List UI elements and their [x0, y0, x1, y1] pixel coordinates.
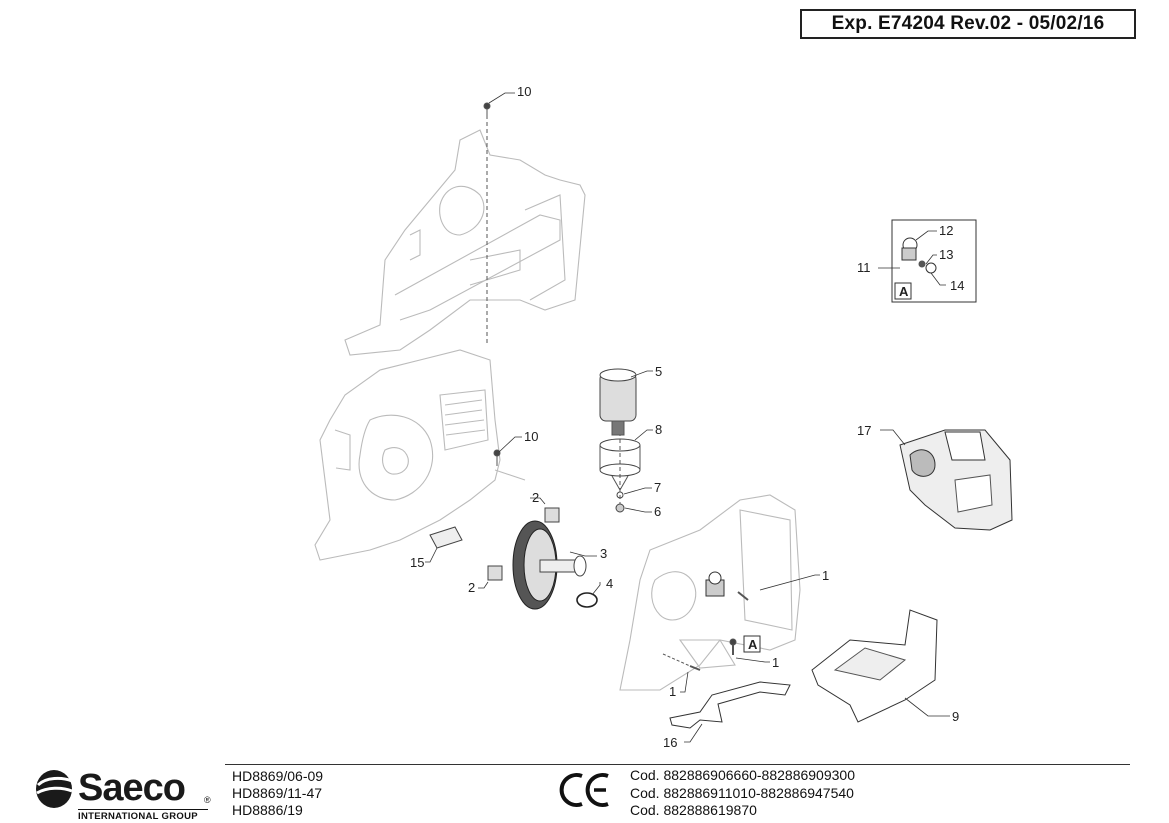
callout-2-upper: 2	[532, 490, 539, 505]
callout-2-lower: 2	[468, 580, 475, 595]
callout-15: 15	[410, 555, 424, 570]
callout-10-top: 10	[517, 84, 531, 99]
code-line: Cod. 882886906660-882886909300	[630, 767, 855, 783]
exploded-parts-diagram: 10 10 5 8 7 6 2 2 3 4 15 1 1 1 16 9 11 1…	[314, 84, 1013, 750]
screw-1-c	[662, 653, 701, 671]
model-line: HD8886/19	[232, 802, 303, 818]
o-ring-4-part	[576, 592, 598, 608]
detail-box-a	[891, 219, 977, 303]
callout-14: 14	[950, 278, 964, 293]
microswitch-part	[705, 571, 725, 597]
screw-10-top	[483, 102, 491, 118]
logo-wordmark: Saeco	[78, 767, 186, 809]
callout-1-b: 1	[772, 655, 779, 670]
model-line: HD8869/06-09	[232, 768, 324, 784]
code-line: Cod. 882886911010-882886947540	[630, 784, 854, 801]
detail-tag-a-housing: A	[748, 637, 758, 652]
detail-tag-a-box: A	[899, 284, 909, 299]
callout-1-c: 1	[669, 684, 676, 699]
registered-mark: ®	[204, 795, 211, 805]
screw-1-b	[729, 638, 737, 655]
code-line: Cod. 882888619870	[630, 802, 757, 818]
leader-lines	[425, 92, 950, 743]
logo-subtitle: INTERNATIONAL GROUP	[78, 809, 208, 822]
callout-1-a: 1	[822, 568, 829, 583]
callout-16: 16	[663, 735, 677, 750]
sensor-15-part	[429, 526, 463, 549]
saeco-logo-icon	[36, 770, 73, 808]
screw-1-a	[737, 591, 749, 601]
motor-part	[599, 368, 637, 436]
brew-unit-part	[899, 429, 1013, 531]
upper-frame-part	[344, 129, 586, 356]
callout-7: 7	[654, 480, 661, 495]
detail-tag-box	[743, 635, 761, 653]
screw-10-mid	[493, 449, 501, 466]
callout-11: 11	[857, 260, 871, 275]
drip-tray-part	[811, 609, 938, 723]
callout-4: 4	[606, 576, 613, 591]
motor-support-part	[599, 438, 641, 492]
callout-labels: 10 10 5 8 7 6 2 2 3 4 15 1 1 1 16 9 11 1…	[410, 84, 964, 750]
model-line: HD8869/11-47	[232, 785, 323, 801]
lever-16-part	[669, 681, 791, 729]
clip-2-lower	[487, 565, 503, 581]
model-list: HD8869/06-09 HD8869/11-47 HD8886/19	[232, 768, 323, 819]
callout-9: 9	[952, 709, 959, 724]
callout-5: 5	[655, 364, 662, 379]
clip-2-upper	[544, 507, 560, 523]
lower-frame-part	[314, 349, 526, 561]
callout-13: 13	[939, 247, 953, 262]
document-reference: Exp. E74204 Rev.02 - 05/02/16	[800, 9, 1136, 39]
bushing-6-part	[615, 503, 625, 513]
callout-10-mid: 10	[524, 429, 538, 444]
right-housing-part	[619, 494, 801, 691]
callout-8: 8	[655, 422, 662, 437]
callout-12: 12	[939, 223, 953, 238]
callout-6: 6	[654, 504, 661, 519]
ce-mark-icon	[559, 773, 609, 807]
footer-divider	[225, 764, 1130, 765]
code-list: Cod. 882886906660-882886909300 Cod. 8828…	[630, 767, 855, 820]
callout-3: 3	[600, 546, 607, 561]
washer-7-part	[616, 491, 624, 499]
callout-17: 17	[857, 423, 871, 438]
gear-part	[512, 520, 587, 610]
saeco-logo: Saeco ® INTERNATIONAL GROUP	[32, 765, 217, 822]
